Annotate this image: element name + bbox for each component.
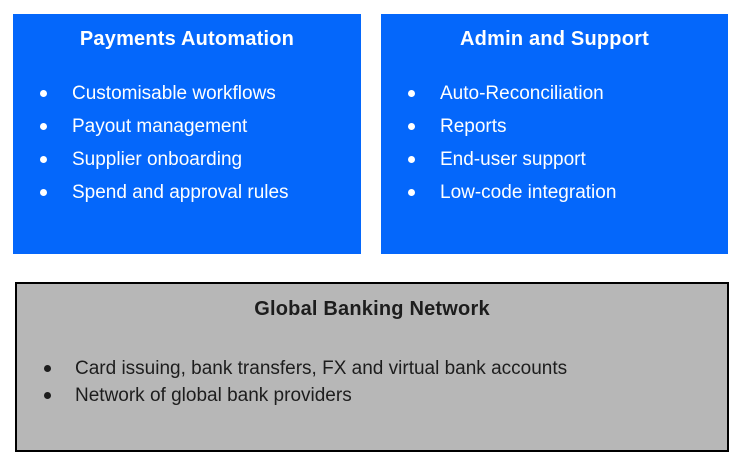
admin-and-support-title: Admin and Support	[460, 28, 649, 50]
list-item: Card issuing, bank transfers, FX and vir…	[44, 355, 719, 382]
global-banking-network-title: Global Banking Network	[254, 298, 490, 320]
global-banking-network-box: Global Banking Network Card issuing, ban…	[15, 282, 729, 452]
list-item: Customisable workflows	[40, 77, 353, 110]
payments-feature-list: Customisable workflows Payout management…	[13, 77, 361, 209]
bullet-icon	[40, 156, 47, 163]
payments-automation-title: Payments Automation	[79, 28, 295, 50]
list-item: Network of global bank providers	[44, 382, 719, 409]
list-item-label: Low-code integration	[440, 182, 617, 203]
list-item-label: Auto-Reconciliation	[440, 83, 604, 104]
payments-automation-box: Payments Automation Customisable workflo…	[13, 14, 361, 254]
list-item-label: Card issuing, bank transfers, FX and vir…	[75, 358, 568, 379]
list-item-label: Supplier onboarding	[72, 149, 243, 170]
list-item: Spend and approval rules	[40, 176, 353, 209]
admin-feature-list: Auto-Reconciliation Reports End-user sup…	[381, 77, 728, 209]
list-item: Supplier onboarding	[40, 143, 353, 176]
list-item-label: Reports	[440, 116, 507, 137]
bullet-icon	[408, 189, 415, 196]
list-item: Auto-Reconciliation	[408, 77, 720, 110]
list-item: End-user support	[408, 143, 720, 176]
list-item-label: Spend and approval rules	[72, 182, 289, 203]
bullet-icon	[408, 156, 415, 163]
admin-and-support-box: Admin and Support Auto-Reconciliation Re…	[381, 14, 728, 254]
list-item-label: End-user support	[440, 149, 586, 170]
list-item-label: Payout management	[72, 116, 248, 137]
bullet-icon	[408, 90, 415, 97]
list-item-label: Customisable workflows	[72, 83, 276, 104]
bullet-icon	[44, 392, 51, 399]
list-item: Reports	[408, 110, 720, 143]
bullet-icon	[44, 365, 51, 372]
bullet-icon	[40, 189, 47, 196]
list-item-label: Network of global bank providers	[75, 385, 352, 406]
bullet-icon	[40, 90, 47, 97]
bullet-icon	[408, 123, 415, 130]
banking-feature-list: Card issuing, bank transfers, FX and vir…	[17, 355, 727, 409]
list-item: Payout management	[40, 110, 353, 143]
list-item: Low-code integration	[408, 176, 720, 209]
bullet-icon	[40, 123, 47, 130]
